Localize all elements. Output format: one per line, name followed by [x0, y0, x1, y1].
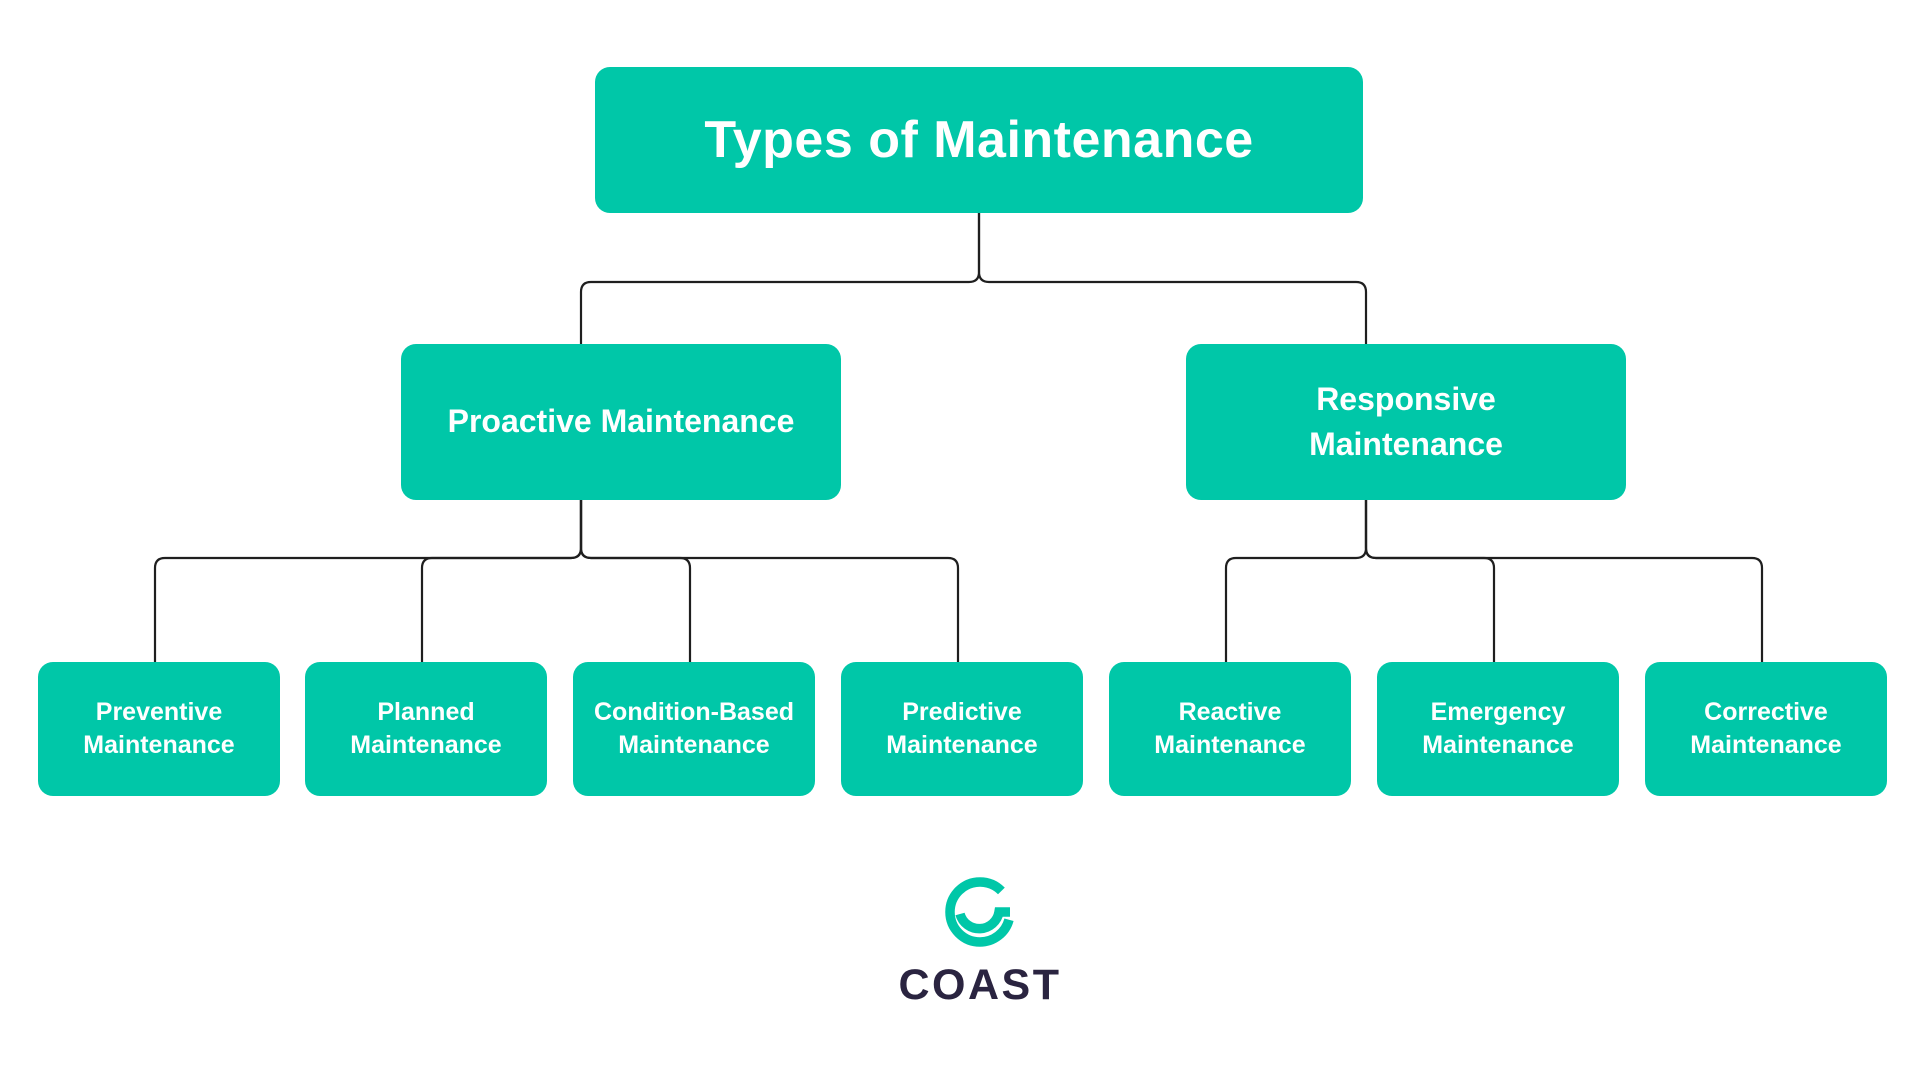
coast-logo: COAST: [860, 875, 1100, 1009]
node-reactive-maintenance: Reactive Maintenance: [1109, 662, 1351, 796]
coast-smile-circle-icon: [945, 877, 1015, 947]
connector-proactive-to-planned: [420, 500, 583, 662]
node-preventive-maintenance: Preventive Maintenance: [38, 662, 280, 796]
connector-proactive-to-predictive: [579, 500, 960, 662]
node-corrective-maintenance: Corrective Maintenance: [1645, 662, 1887, 796]
node-predictive-maintenance: Predictive Maintenance: [841, 662, 1083, 796]
node-emergency-maintenance: Emergency Maintenance: [1377, 662, 1619, 796]
coast-wordmark: COAST: [898, 961, 1062, 1009]
node-proactive-maintenance: Proactive Maintenance: [401, 344, 841, 500]
connector-root-to-responsive: [977, 213, 1368, 344]
node-condition-based-maintenance: Condition-Based Maintenance: [573, 662, 815, 796]
connector-root-to-proactive: [579, 213, 981, 344]
connector-responsive-to-reactive: [1224, 500, 1368, 662]
connector-responsive-to-corrective: [1364, 500, 1764, 662]
connector-proactive-to-condition-based: [579, 500, 692, 662]
node-responsive-maintenance: Responsive Maintenance: [1186, 344, 1626, 500]
connector-responsive-to-emergency: [1364, 500, 1496, 662]
node-planned-maintenance: Planned Maintenance: [305, 662, 547, 796]
connector-proactive-to-preventive: [153, 500, 583, 662]
node-types-of-maintenance: Types of Maintenance: [595, 67, 1363, 213]
